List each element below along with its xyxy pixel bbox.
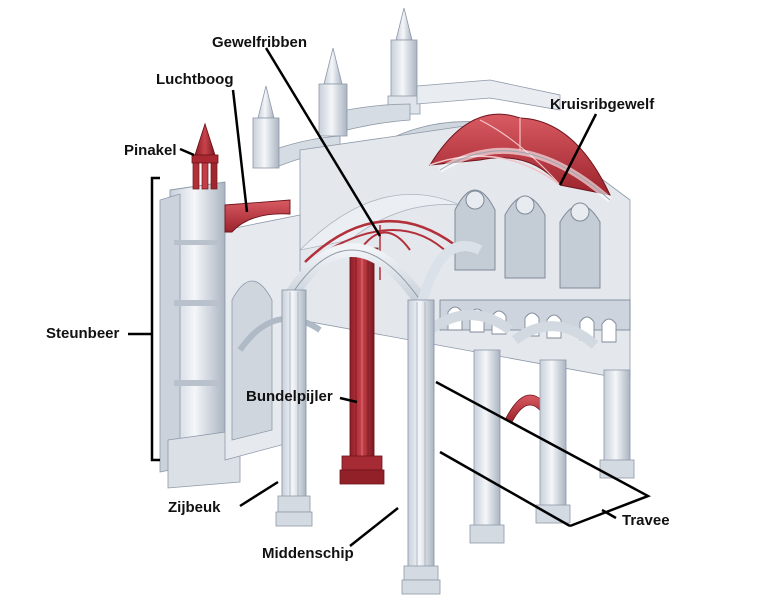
back-tower-left [252,85,280,169]
leader-bundelpijler [339,396,358,404]
label-pinakel: Pinakel [124,142,177,159]
label-travee: Travee [622,512,670,529]
leader-gewelfribben [264,47,382,237]
label-bundelpijler: Bundelpijler [246,388,333,405]
back-tower-right [387,7,421,115]
bracket-travee [435,380,651,528]
flying-buttress [224,199,291,233]
back-tower-middle [318,47,348,137]
front-arcade [275,241,483,595]
leader-travee [601,508,617,520]
label-middenschip: Middenschip [262,545,354,562]
leader-lines [128,47,651,547]
label-luchtboog: Luchtboog [156,71,234,88]
label-gewelfribben: Gewelfribben [212,34,308,51]
label-zijbeuk: Zijbeuk [168,499,221,516]
leader-middenschip [349,507,399,547]
leader-zijbeuk [239,480,279,508]
bracket-steunbeer [150,176,160,462]
label-kruisribgewelf: Kruisribgewelf [550,96,655,113]
leader-pinakel [179,147,195,157]
leader-kruisribgewelf [558,113,598,186]
label-steunbeer: Steunbeer [46,325,120,342]
leader-luchtboog [231,89,249,213]
pinnacle [191,122,219,190]
buttress [159,181,322,489]
travee-lower-edge [439,450,571,528]
